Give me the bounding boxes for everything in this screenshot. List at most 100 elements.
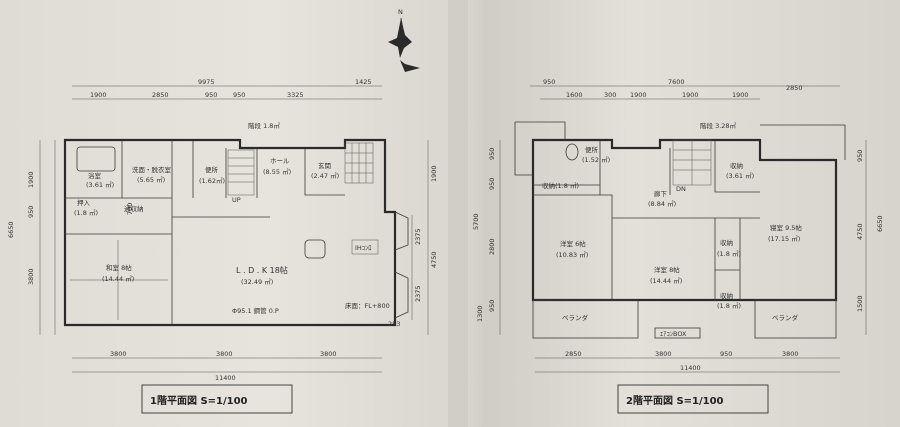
f2-toilet-icon — [565, 143, 579, 161]
compass-icon: N — [388, 8, 420, 72]
f1-dim-left-total: 6650 — [7, 221, 15, 238]
f1-room-entry: 玄関 — [318, 161, 331, 170]
f2-dim-left-3: 950 — [488, 300, 496, 312]
f1-mark-700: 700 — [126, 203, 134, 215]
f1-room-closet-area: (1.8 ㎡) — [74, 208, 98, 217]
f1-dim-bottom-0: 3800 — [110, 350, 127, 358]
f1-counter-label: IHｺﾝﾛ — [355, 244, 372, 252]
compass-north-label: N — [398, 8, 403, 16]
f2-balcony-top — [514, 121, 566, 176]
f1-dim-bottom-1: 3800 — [216, 350, 233, 358]
f1-room-wash-area: (5.65 ㎡) — [137, 175, 165, 184]
f2-dim-top-total-1: 7600 — [668, 78, 685, 86]
f2-dim-top-2: 1900 — [630, 91, 647, 99]
f2-room-bedroom: 寝室 9.5帖 — [770, 223, 802, 232]
f1-room-japanese-area: (14.44 ㎡) — [102, 274, 134, 283]
f2-room-western1: 洋室 6帖 — [560, 239, 586, 248]
f2-room-western2: 洋室 8帖 — [654, 265, 680, 274]
f1-dim-top-0: 1900 — [90, 91, 107, 99]
f1-dim-right-0: 1900 — [430, 165, 438, 182]
f1-dim-right-2: 4750 — [430, 251, 438, 268]
f2-caption: 2階平面図 S=1/100 — [626, 394, 724, 407]
f2-air-box — [654, 327, 701, 339]
f2-room-hall: 廊下 — [654, 189, 668, 198]
f2-room-hall-area: (8.84 ㎡) — [648, 199, 676, 208]
f2-room-western1-area: (10.83 ㎡) — [556, 250, 588, 259]
f2-stairs-dn: DN — [676, 185, 686, 193]
f2-room-storage: 収納 — [730, 161, 743, 170]
f1-caption: 1階平面図 S=1/100 — [150, 394, 248, 407]
f2-dim-bottom-total: 11400 — [680, 364, 701, 372]
f2-room-wc: 便所 — [585, 145, 599, 154]
f1-dim-top-right: 1425 — [355, 78, 372, 86]
f2-outer-wall — [531, 138, 838, 302]
f1-dim-left-2: 3800 — [27, 268, 35, 285]
f1-dim-bottom-2: 3800 — [320, 350, 337, 358]
f1-dim-top-total: 9975 — [198, 78, 215, 86]
f2-dim-bottom-2: 950 — [720, 350, 732, 358]
f1-bathtub — [76, 146, 116, 172]
floor1-plan: 9975 1425 1900 2850 950 950 3325 6650 19… — [7, 78, 438, 414]
f2-room-western2-area: (14.44 ㎡) — [650, 276, 682, 285]
f1-kitchen-sink — [304, 239, 326, 259]
f2-veranda-right — [754, 299, 837, 339]
f2-dim-top-1: 300 — [604, 91, 616, 99]
f2-dim-top-0: 1600 — [566, 91, 583, 99]
f2-dim-bottom-0: 2850 — [565, 350, 582, 358]
f2-dim-left-4: 1300 — [476, 305, 484, 322]
f2-dim-bottom-1: 3800 — [655, 350, 672, 358]
f1-bay-window-top — [394, 211, 409, 251]
f2-room-closet1: 収納(1.8 ㎡) — [542, 181, 579, 190]
page-fold — [448, 0, 468, 427]
f2-dim-bottom-3: 3800 — [782, 350, 799, 358]
f2-interior-walls — [533, 140, 760, 300]
f1-dim-top-2: 950 — [205, 91, 217, 99]
f1-counter — [351, 239, 379, 255]
f2-dim-left-2: 2800 — [488, 238, 496, 255]
f1-room-hall: ホール — [270, 157, 290, 165]
f1-stairs-up: UP — [232, 196, 241, 204]
f1-dim-top-3: 950 — [233, 91, 245, 99]
f1-room-entry-area: (2.47 ㎡) — [311, 171, 339, 180]
f2-dim-right-total: 6650 — [876, 215, 884, 232]
f2-caption-box — [617, 384, 769, 414]
f1-mark-253: 253 — [388, 320, 400, 328]
f1-dim-right-1: 2375 — [414, 228, 422, 245]
f2-dim-right-1: 4750 — [856, 223, 864, 240]
f1-outer-wall — [63, 138, 397, 327]
f1-room-wc-area: (1.62㎡) — [199, 176, 225, 185]
f2-dim-top-4: 1900 — [732, 91, 749, 99]
f2-room-bedroom-area: (17.15 ㎡) — [768, 234, 800, 243]
f1-bay-window-bottom — [394, 271, 409, 319]
f1-note-left: Φ95.1 鋼管 0.P — [232, 306, 279, 315]
f1-room-ldk-area: (32.49 ㎡) — [241, 277, 273, 286]
f1-room-wc: 便所 — [205, 165, 219, 174]
f2-dim-top-total-2: 2850 — [786, 84, 803, 92]
f1-store-label: 通収納 — [124, 204, 144, 213]
f1-room-wash: 洗面・脱衣室 — [132, 165, 172, 174]
f2-room-storage-area: (3.61 ㎡) — [726, 171, 754, 180]
f2-balcony-top-right — [760, 124, 846, 160]
f1-stairs — [227, 149, 255, 196]
f2-dim-left-1: 950 — [488, 178, 496, 190]
f1-dim-top-1: 2850 — [152, 91, 169, 99]
f2-dim-top-3: 1900 — [682, 91, 699, 99]
f1-dim-right-3: 2375 — [414, 285, 422, 302]
f1-dim-left-0: 1900 — [27, 171, 35, 188]
f1-dim-left-1: 950 — [27, 206, 35, 218]
floor2-plan: 950 7600 2850 1600 300 1900 1900 1900 57… — [472, 78, 884, 414]
f2-stairs-label: 階段 3.28㎡ — [700, 121, 737, 130]
f2-room-wc-area: (1.52 ㎡) — [582, 155, 610, 164]
f1-interior-walls — [65, 140, 345, 325]
f1-entry-tiles — [344, 142, 374, 184]
f2-room-closet2: 収納 — [720, 238, 733, 247]
f2-room-closet3: 収納 — [720, 291, 733, 300]
f1-room-japanese: 和室 8帖 — [106, 263, 132, 272]
f2-veranda-left — [532, 299, 639, 339]
f1-tatami — [70, 240, 168, 320]
f2-dim-right-2: 1500 — [856, 295, 864, 312]
f1-note-right: 床面：FL+800 — [345, 301, 390, 310]
f1-dim-bottom-total: 11400 — [215, 374, 236, 382]
